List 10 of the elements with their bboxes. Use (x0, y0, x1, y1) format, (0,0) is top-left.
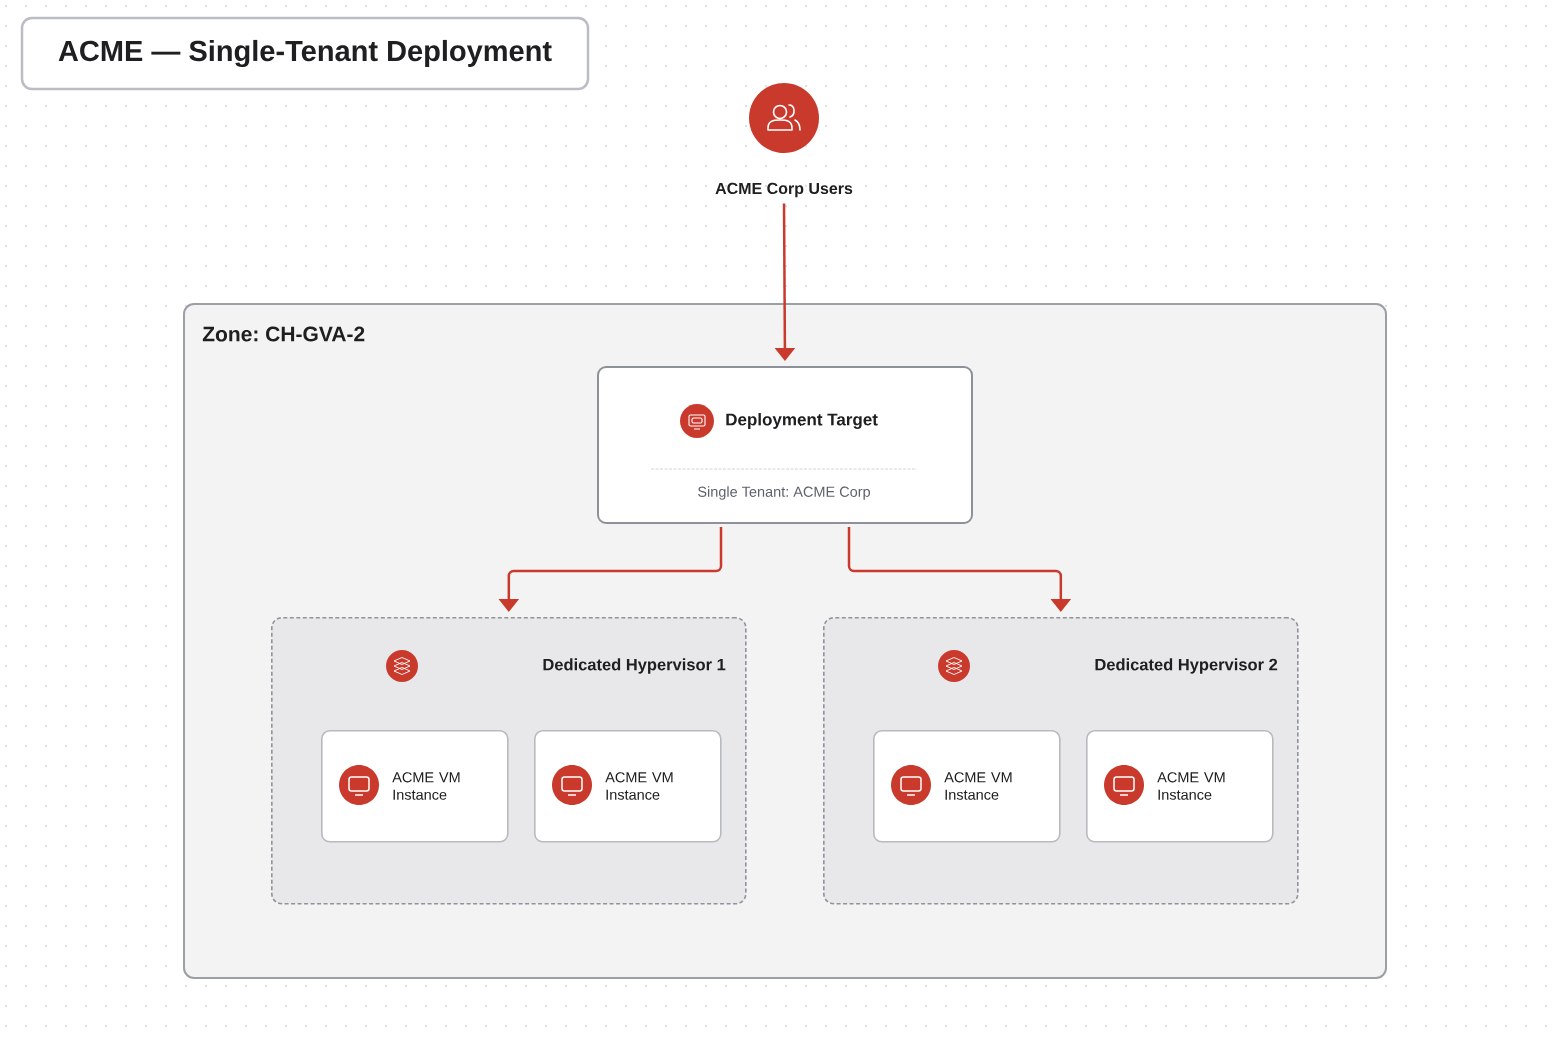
title: ACME — Single-Tenant Deployment (20, 16, 590, 91)
instance-box: ACME VM Instance (534, 730, 722, 843)
instance-box: ACME VM Instance (321, 730, 509, 843)
instance-box: ACME VM Instance (1086, 730, 1274, 843)
node-label: ACME Corp Users (715, 182, 853, 198)
node-label: Deployment Target (726, 413, 878, 429)
node-label: Single Tenant: ACME Corp (698, 486, 871, 500)
arrow (847, 527, 1072, 612)
card-box: Deployment Target Single Tenant: ACME Corp (597, 366, 973, 524)
instance-box: ACME VM Instance (873, 730, 1061, 843)
